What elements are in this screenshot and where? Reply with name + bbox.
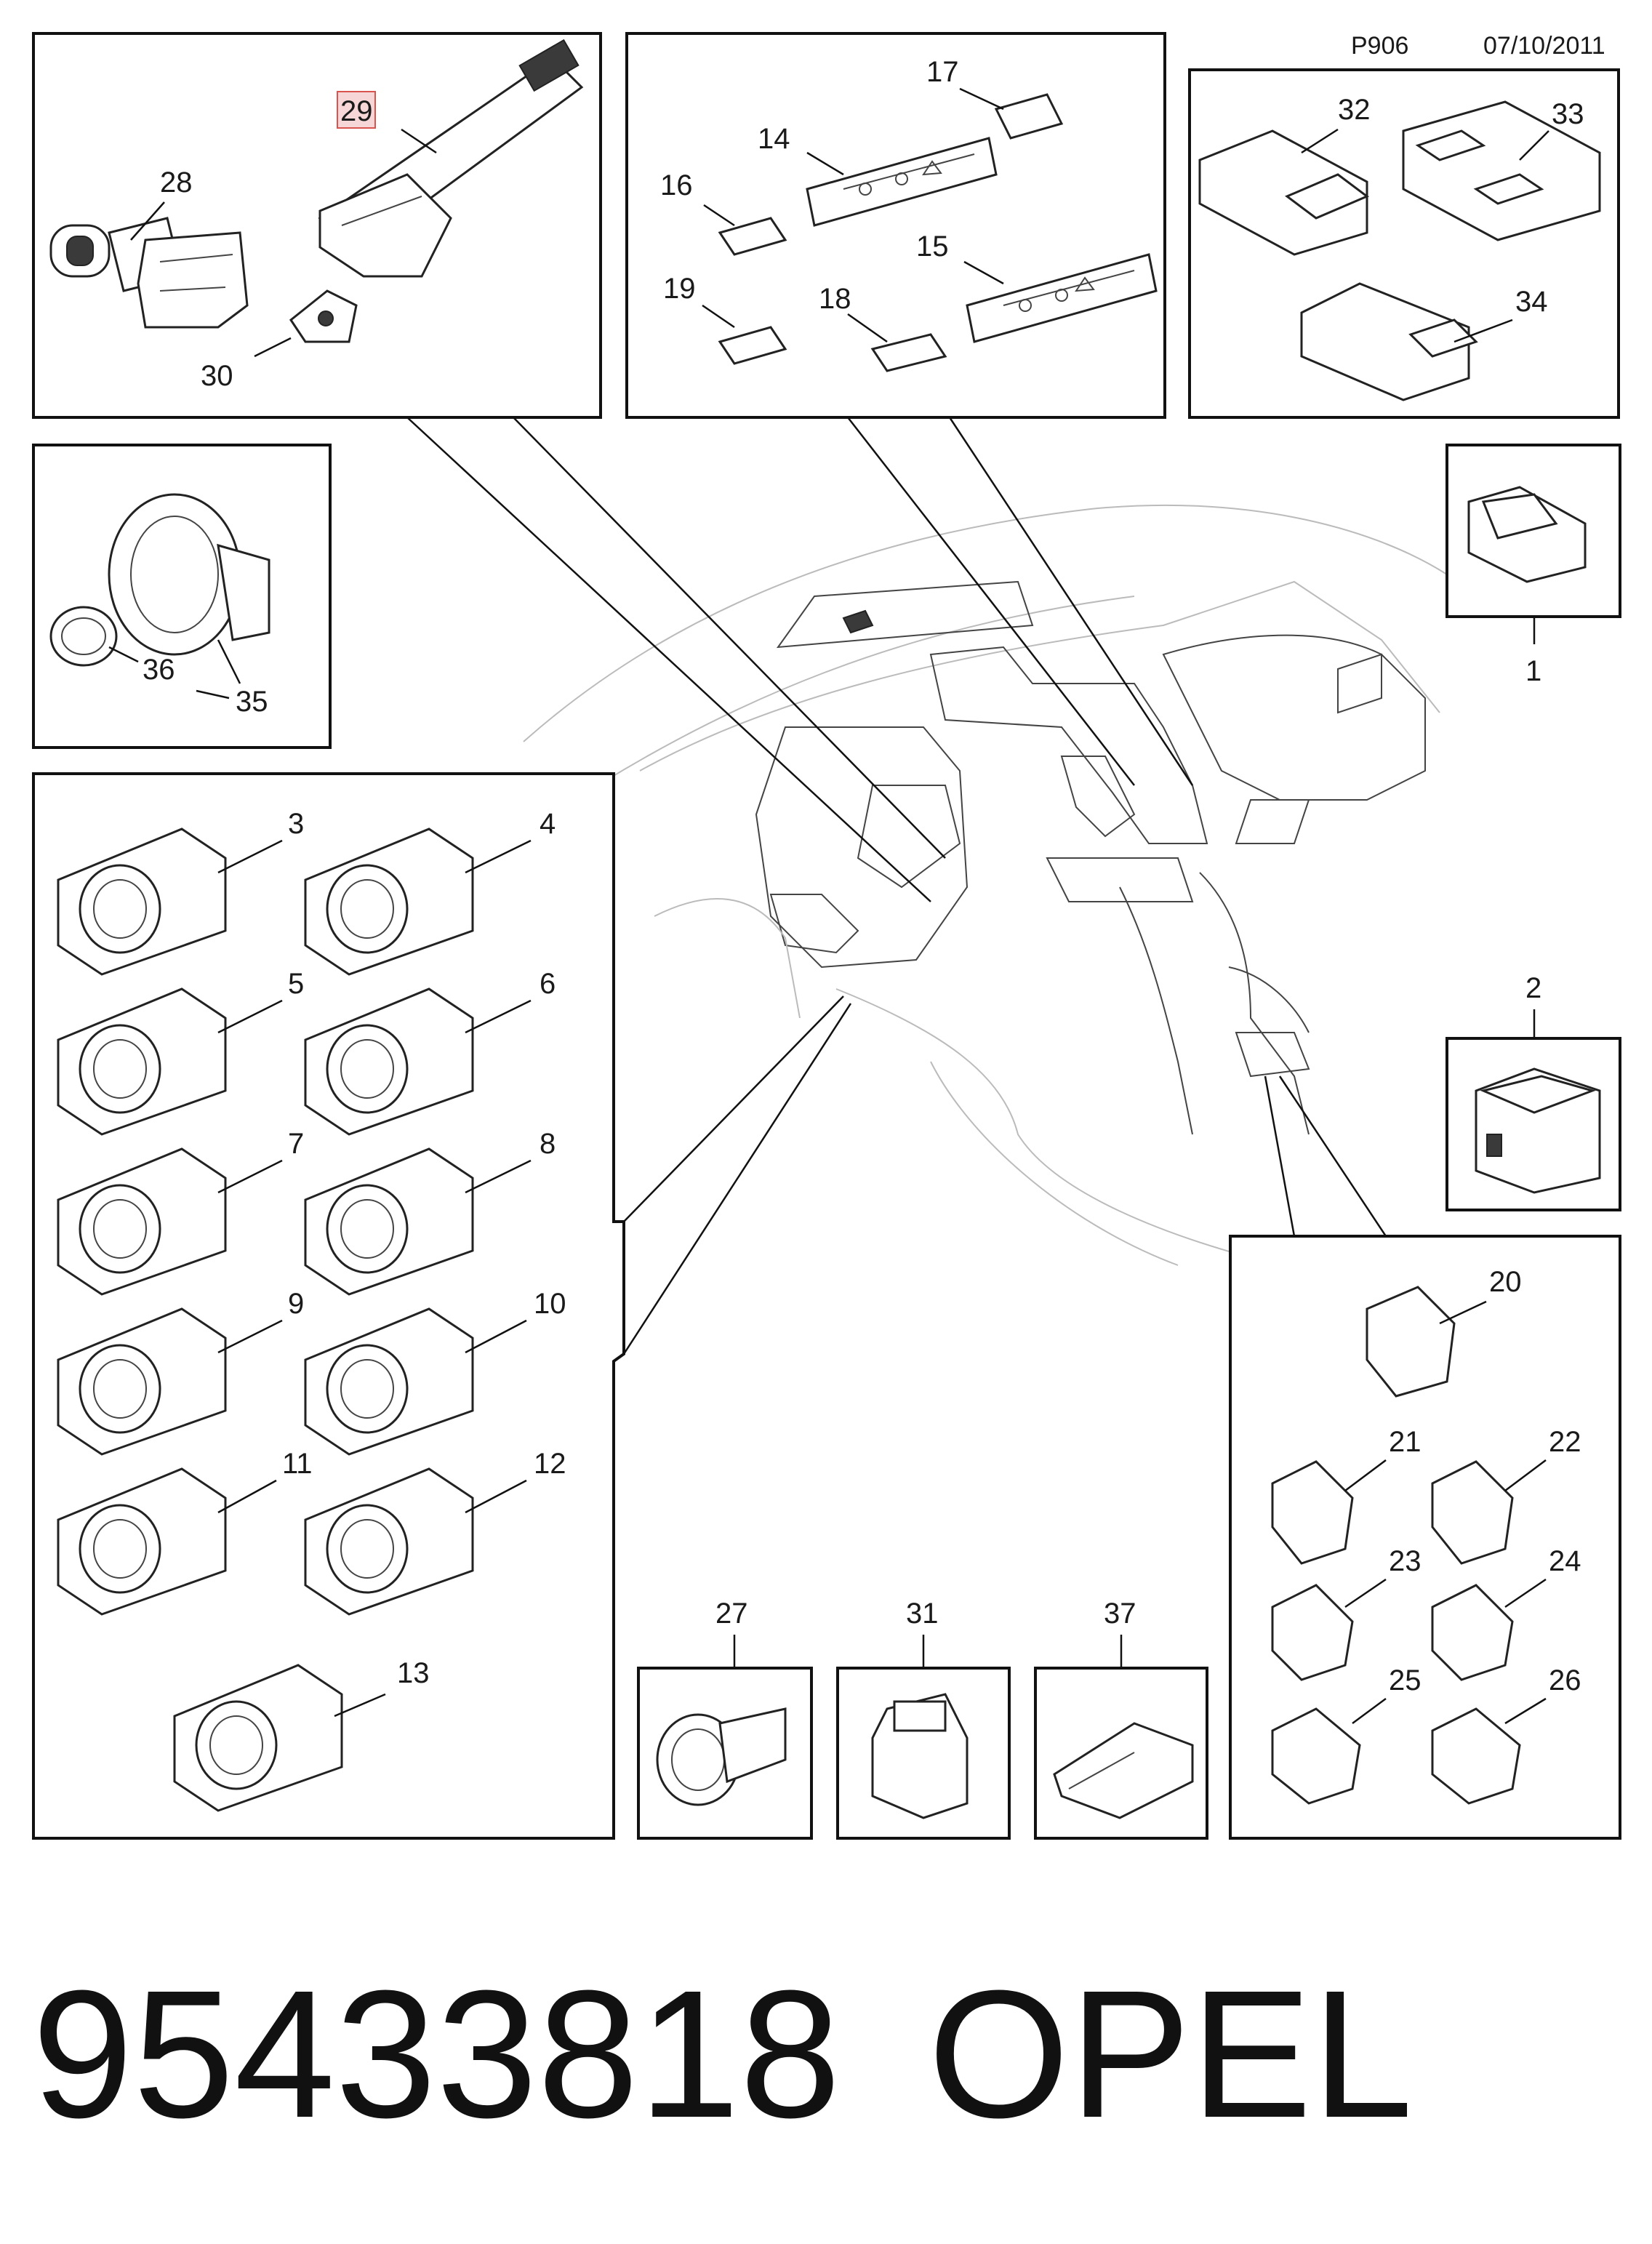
leader-lights: [623, 995, 844, 1222]
leader-center: [847, 417, 1135, 786]
page-code: P906: [1351, 32, 1408, 60]
light-switch-8[interactable]: [304, 1147, 474, 1296]
light-switch-10[interactable]: [304, 1307, 474, 1456]
leader-stalks-2: [513, 417, 946, 859]
callout-4[interactable]: 4: [540, 808, 556, 840]
callout-36[interactable]: 36: [143, 654, 175, 686]
ignition-switch-35[interactable]: [108, 493, 270, 656]
switch-16[interactable]: [718, 217, 787, 256]
callout-14[interactable]: 14: [758, 123, 790, 155]
callout-34[interactable]: 34: [1515, 286, 1548, 318]
turn-signal-stalk-28[interactable]: [49, 217, 249, 329]
callout-18[interactable]: 18: [819, 283, 851, 315]
window-switch-33[interactable]: [1402, 100, 1601, 241]
brand-name: OPEL: [928, 1952, 1414, 2155]
callout-17[interactable]: 17: [926, 56, 959, 88]
leader-center-2: [948, 417, 1194, 786]
switch-1[interactable]: [1467, 486, 1587, 583]
switch-26[interactable]: [1431, 1707, 1521, 1805]
switch-25[interactable]: [1271, 1707, 1361, 1805]
switch-24[interactable]: [1431, 1584, 1514, 1681]
hazard-bar-15[interactable]: [966, 253, 1158, 343]
light-switch-11[interactable]: [57, 1467, 227, 1616]
callout-19[interactable]: 19: [663, 273, 696, 305]
callout-23[interactable]: 23: [1389, 1545, 1422, 1577]
switch-23[interactable]: [1271, 1584, 1354, 1681]
callout-26[interactable]: 26: [1549, 1664, 1581, 1696]
hazard-bar-14[interactable]: [806, 137, 998, 227]
callout-24[interactable]: 24: [1549, 1545, 1581, 1577]
callout-8[interactable]: 8: [540, 1128, 556, 1160]
callout-6[interactable]: 6: [540, 968, 556, 1000]
callout-9[interactable]: 9: [288, 1288, 304, 1320]
callout-7[interactable]: 7: [288, 1128, 304, 1160]
switch-27[interactable]: [656, 1707, 787, 1806]
leader-console-2: [1278, 1075, 1387, 1237]
switch-18[interactable]: [870, 333, 947, 372]
dashboard-illustration: [523, 504, 1448, 1266]
switch-30[interactable]: [289, 289, 358, 343]
part-number: 95433818: [32, 1952, 841, 2155]
callout-10[interactable]: 10: [534, 1288, 566, 1320]
callout-5[interactable]: 5: [288, 968, 304, 1000]
callout-3[interactable]: 3: [288, 808, 304, 840]
callout-20[interactable]: 20: [1489, 1266, 1522, 1298]
callout-11[interactable]: 11: [282, 1448, 313, 1480]
callout-27[interactable]: 27: [715, 1598, 748, 1630]
callout-28[interactable]: 28: [160, 167, 193, 199]
callout-32[interactable]: 32: [1338, 94, 1371, 126]
highlight-box-29: [337, 91, 376, 129]
switch-22[interactable]: [1431, 1460, 1514, 1565]
window-switch-34[interactable]: [1300, 282, 1478, 401]
switch-19[interactable]: [718, 326, 787, 365]
light-switch-13[interactable]: [173, 1664, 343, 1812]
light-switch-7[interactable]: [57, 1147, 227, 1296]
callout-1[interactable]: 1: [1525, 655, 1541, 687]
switch-31[interactable]: [871, 1693, 969, 1819]
switch-2[interactable]: [1475, 1067, 1601, 1194]
callout-15[interactable]: 15: [916, 231, 949, 263]
callout-31[interactable]: 31: [906, 1598, 939, 1630]
light-switch-6[interactable]: [304, 987, 474, 1136]
callout-29[interactable]: 29: [340, 95, 373, 127]
panel-console-switches: [1229, 1235, 1621, 1840]
callout-25[interactable]: 25: [1389, 1664, 1422, 1696]
diagram-date: 07/10/2011: [1483, 32, 1605, 60]
callout-21[interactable]: 21: [1389, 1426, 1422, 1458]
window-switch-32[interactable]: [1198, 129, 1369, 256]
callout-37[interactable]: 37: [1104, 1598, 1136, 1630]
callout-35[interactable]: 35: [236, 686, 268, 718]
light-switch-4[interactable]: [304, 828, 474, 976]
callout-30[interactable]: 30: [201, 360, 233, 392]
switch-37[interactable]: [1053, 1722, 1194, 1819]
light-switch-9[interactable]: [57, 1307, 227, 1456]
switch-17[interactable]: [994, 93, 1064, 140]
leader-console: [1264, 1075, 1296, 1237]
leader-lights-2: [622, 1003, 852, 1355]
callout-12[interactable]: 12: [534, 1448, 566, 1480]
wiper-stalk-29[interactable]: [318, 39, 584, 278]
switch-21[interactable]: [1271, 1460, 1354, 1565]
callout-2[interactable]: 2: [1525, 972, 1541, 1004]
ignition-knob-36[interactable]: [49, 606, 118, 667]
callout-33[interactable]: 33: [1552, 98, 1584, 130]
callout-16[interactable]: 16: [660, 169, 693, 201]
callout-22[interactable]: 22: [1549, 1426, 1581, 1458]
switch-20[interactable]: [1366, 1286, 1456, 1398]
light-switch-3[interactable]: [57, 828, 227, 976]
callout-13[interactable]: 13: [397, 1657, 430, 1689]
light-switch-5[interactable]: [57, 987, 227, 1136]
light-switch-12[interactable]: [304, 1467, 474, 1616]
leader-stalks: [406, 417, 931, 902]
